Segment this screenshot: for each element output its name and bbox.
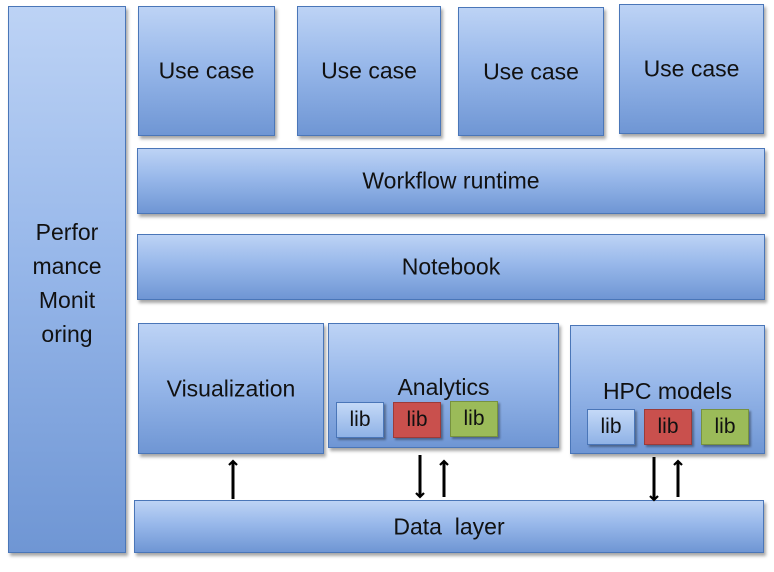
analytics-lib-2: lib — [393, 402, 441, 438]
use-case-label-1: Use case — [158, 57, 255, 84]
performance-monitoring-line-4: oring — [41, 321, 93, 347]
use-case-box-2: Use case — [297, 6, 441, 136]
visualization-box: Visualization — [138, 323, 324, 454]
workflow-runtime-box: Workflow runtime — [137, 148, 765, 214]
analytics-lib-1: lib — [336, 402, 384, 438]
use-case-label-4: Use case — [643, 55, 740, 82]
performance-monitoring-box: Perfor mance Monit oring — [8, 6, 126, 553]
hpc-models-box: HPC models lib lib lib — [570, 325, 765, 454]
use-case-label-2: Use case — [321, 57, 417, 84]
use-case-box-4: Use case — [619, 4, 764, 134]
use-case-box-1: Use case — [138, 6, 275, 136]
hpc-lib-3: lib — [701, 409, 749, 445]
notebook-box: Notebook — [137, 234, 765, 300]
notebook-label: Notebook — [401, 253, 501, 280]
use-case-label-3: Use case — [483, 58, 579, 84]
use-case-box-3: Use case — [458, 7, 604, 136]
hpc-models-label: HPC models — [602, 378, 733, 404]
performance-monitoring-line-1: Perfor — [35, 219, 99, 245]
data-layer-label: Data layer — [393, 513, 505, 539]
hpc-lib-1: lib — [587, 409, 635, 445]
data-layer-box: Data layer — [134, 500, 764, 553]
workflow-runtime-label: Workflow runtime — [362, 167, 540, 194]
performance-monitoring-line-2: mance — [32, 253, 102, 279]
visualization-label: Visualization — [166, 375, 296, 401]
hpc-lib-2: lib — [644, 409, 692, 445]
analytics-lib-3: lib — [450, 401, 498, 437]
performance-monitoring-line-3: Monit — [38, 287, 96, 313]
analytics-box: Analytics lib lib lib — [328, 323, 559, 448]
analytics-label: Analytics — [397, 374, 490, 400]
